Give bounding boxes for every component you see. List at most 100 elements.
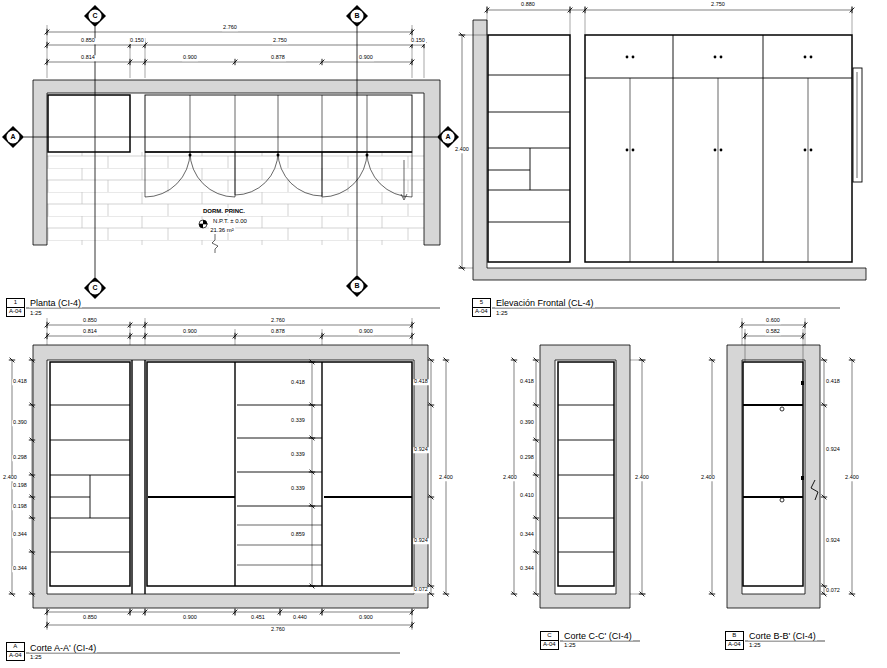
dimension-text: 0.451	[250, 615, 266, 621]
dimension-text: 0.850	[82, 615, 98, 621]
section-b-part	[742, 318, 805, 362]
view-reference-box: AA-04	[6, 642, 25, 661]
dimension-text: 0.339	[290, 418, 306, 424]
section-b-part	[801, 476, 804, 480]
plan-view-part	[199, 220, 207, 228]
plan-view-part	[212, 234, 218, 253]
section-marker: C	[84, 5, 106, 27]
front-elevation-part-part	[626, 56, 629, 59]
dimension-text: 0.339	[290, 486, 306, 492]
dimension-text: 0.410	[519, 493, 535, 499]
dimension-text: 0.418	[825, 379, 841, 385]
front-elevation-part	[585, 35, 852, 262]
view-reference-box: CA-04	[540, 631, 559, 650]
front-elevation-part	[630, 78, 808, 262]
note-text: 1:25	[748, 642, 762, 648]
plan-view-part	[33, 80, 440, 245]
dimension-text: 0.418	[413, 379, 429, 385]
plan-view-part	[199, 220, 207, 228]
marker-diamond	[2, 126, 24, 148]
note-text: 1:25	[495, 310, 509, 316]
section-b-part	[801, 381, 804, 385]
marker-text: A-04	[473, 308, 490, 316]
plan-view-part	[26, 308, 440, 309]
marker-text: A	[437, 126, 459, 148]
section-a-part	[237, 405, 322, 506]
plan-view-part	[47, 45, 424, 46]
dimension-text: 0.390	[519, 420, 535, 426]
marker-text: A-04	[7, 308, 24, 316]
dimension-text: 2.400	[2, 475, 18, 481]
dimension-text: 2.400	[634, 475, 650, 481]
front-elevation-part-part	[720, 56, 723, 59]
front-elevation-part-part	[632, 149, 635, 152]
dimension-text: 0.198	[12, 504, 28, 510]
dimension-text: 0.344	[519, 566, 535, 572]
dimension-text: 0.072	[413, 587, 429, 593]
front-elevation	[458, 6, 866, 308]
dimension-text: 0.390	[12, 420, 28, 426]
section-marker: A	[2, 126, 24, 148]
dimension-text: 0.814	[80, 55, 96, 61]
view-title: Corte B-B' (CI-4)	[748, 632, 817, 641]
dimension-text: 0.150	[410, 38, 426, 44]
front-elevation-part	[853, 68, 862, 182]
section-cut-line	[24, 137, 437, 138]
marker-text: A	[7, 643, 24, 652]
marker-text: B	[726, 632, 743, 641]
dimension-text: 2.400	[454, 147, 470, 153]
dimension-text: 0.440	[292, 615, 308, 621]
dimension-text: 0.924	[413, 447, 429, 453]
plan-view-part	[235, 152, 322, 196]
section-a-part	[47, 612, 412, 613]
marker-text: C	[84, 277, 106, 299]
section-marker: B	[346, 5, 368, 27]
marker-diamond	[84, 5, 106, 27]
section-c-part	[558, 405, 614, 552]
section-marker: B	[346, 275, 368, 297]
section-a-part	[32, 360, 33, 594]
section-a-part	[147, 362, 412, 586]
note-text: DORM. PRINC.	[202, 208, 246, 214]
note-text: 1:25	[563, 642, 577, 648]
section-b-part	[745, 336, 803, 337]
dimension-text: 2.400	[844, 475, 860, 481]
dimension-text: 2.400	[700, 475, 716, 481]
section-b-part	[743, 405, 803, 497]
dimension-text: 0.850	[80, 38, 96, 44]
section-a-part	[235, 362, 322, 586]
section-a-part	[431, 360, 432, 594]
front-elevation-part	[473, 20, 866, 280]
dimension-text: 0.298	[519, 455, 535, 461]
dimension-text: 2.750	[710, 2, 726, 8]
dimension-text: 2.750	[272, 38, 288, 44]
plan-view-part	[322, 152, 412, 197]
dimension-text: 2.760	[270, 627, 286, 633]
note-text: N.P.T. ± 0.00	[212, 218, 248, 224]
section-a-part	[148, 496, 412, 498]
section-a-part	[26, 653, 400, 654]
view-title: Planta (CI-4)	[29, 299, 82, 308]
dimension-text: 0.418	[290, 380, 306, 386]
plan-view-part	[145, 151, 412, 153]
dimension-text: 0.878	[270, 329, 286, 335]
note-text: 1:25	[29, 310, 43, 316]
plan-view-part	[189, 154, 192, 157]
marker-text: A-04	[726, 641, 743, 649]
dimension-text: 0.582	[765, 329, 781, 335]
front-elevation-part-part	[720, 149, 723, 152]
view-reference-box: 1A-04	[6, 298, 25, 317]
dimension-text: 0.850	[82, 318, 98, 324]
dimension-text: 0.072	[825, 588, 841, 594]
front-elevation-part-part	[804, 149, 807, 152]
section-c-part	[536, 360, 537, 594]
view-title: Corte C-C' (CI-4)	[563, 632, 633, 641]
plan-view-part	[366, 154, 369, 157]
section-a-part	[50, 362, 130, 586]
marker-text: 1	[7, 299, 24, 308]
front-elevation-part-part	[632, 56, 635, 59]
plan-view-part	[47, 152, 424, 245]
dimension-text: 0.900	[182, 615, 198, 621]
dimension-text: 0.418	[519, 379, 535, 385]
section-b-part	[824, 360, 825, 594]
